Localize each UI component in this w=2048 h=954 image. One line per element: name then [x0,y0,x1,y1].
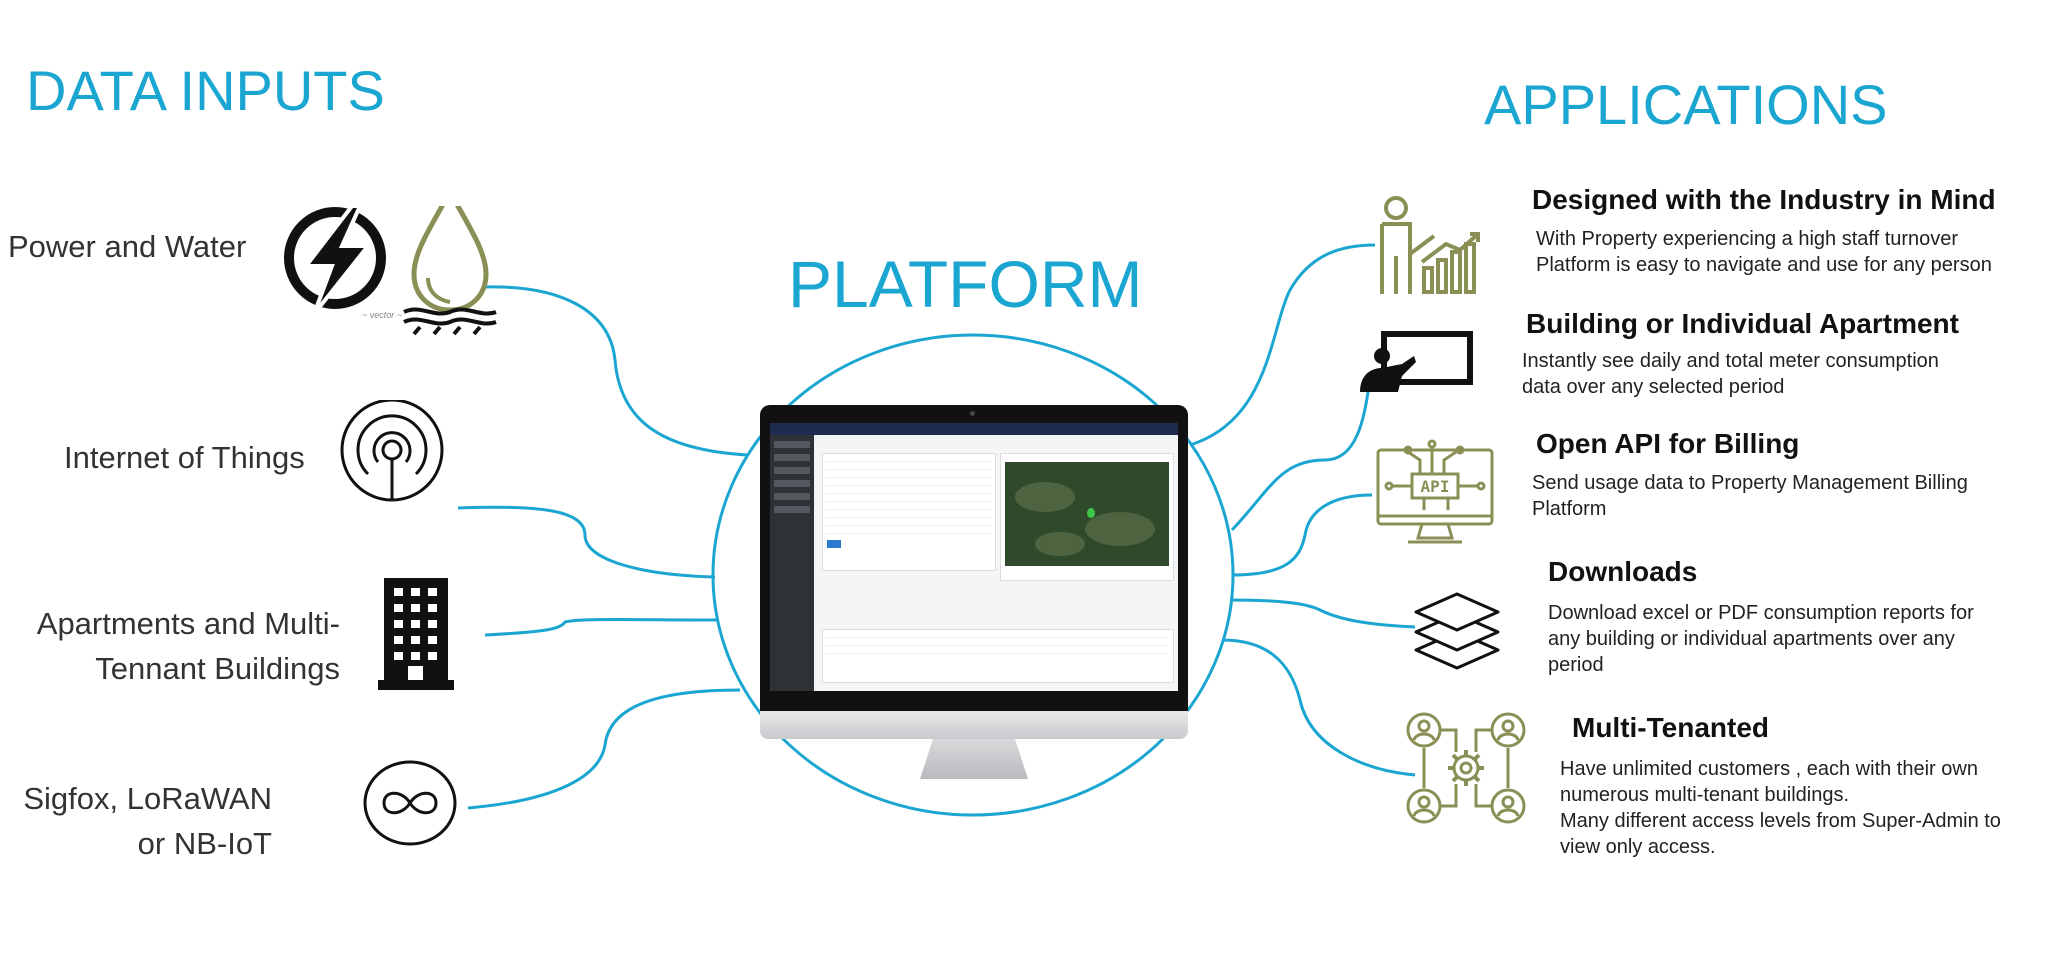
app-sidebar [770,435,814,691]
location-panel [1000,453,1174,581]
app-title-multi-tenanted: Multi-Tenanted [1572,712,1770,743]
building-icon [378,578,454,690]
connector-downloads [1229,598,1416,629]
app-desc-multi-tenanted: Have unlimited customers , each with the… [1560,758,2001,858]
whiteboard-presenter-icon [1360,331,1473,392]
input-label-power-water: Power and Water [8,229,247,264]
applications-heading: APPLICATIONS [1484,73,1888,136]
layers-icon [1414,592,1500,670]
iot-antenna-icon [340,400,444,502]
infinity-icon [363,760,457,846]
connector-building-apt [1230,379,1372,532]
connector-api [1231,493,1373,577]
app-desc-building-apartment: Instantly see daily and total meter cons… [1522,350,1939,398]
connector-buildings [484,618,719,637]
lightning-icon [284,206,386,316]
monitor-chin [760,711,1188,739]
presenter-chart-icon [1380,196,1480,294]
app-title-building-apartment: Building or Individual Apartment [1526,308,1959,339]
app-title-downloads: Downloads [1548,556,1698,587]
input-label-iot: Internet of Things [64,440,305,475]
connector-sigfox [467,688,741,810]
monitor-bezel [760,405,1188,711]
connector-industry [1189,243,1376,447]
connector-power [484,285,749,457]
monitor-stand [920,739,1028,779]
svg-text:API: API [1421,477,1450,496]
input-label-buildings: Apartments and Multi- Tennant Buildings [36,606,340,686]
details-panel [822,453,996,571]
api-monitor-icon: API [1376,439,1494,544]
app-title-industry: Designed with the Industry in Mind [1532,184,1996,215]
connector-multitenant [1221,638,1416,777]
app-topbar [770,423,1178,435]
input-label-networks: Sigfox, LoRaWAN or NB-IoT [23,781,272,861]
monitor-screen [770,423,1178,691]
satellite-map [1005,462,1169,566]
map-pin-icon [1087,508,1095,518]
users-network-gear-icon [1406,712,1526,824]
platform-heading: PLATFORM [788,247,1143,321]
app-title-open-api: Open API for Billing [1536,428,1800,459]
comments-panel [822,629,1174,683]
camera-dot [970,411,975,416]
connector-iot [457,505,716,579]
app-desc-industry: With Property experiencing a high staff … [1536,228,1992,276]
platform-monitor [760,405,1188,779]
vector-caption: ~ vector ~ [362,310,403,320]
water-drop-icon [403,206,497,336]
app-desc-downloads: Download excel or PDF consumption report… [1548,602,1974,676]
data-inputs-heading: DATA INPUTS [26,59,385,122]
app-desc-open-api: Send usage data to Property Management B… [1532,472,1968,520]
